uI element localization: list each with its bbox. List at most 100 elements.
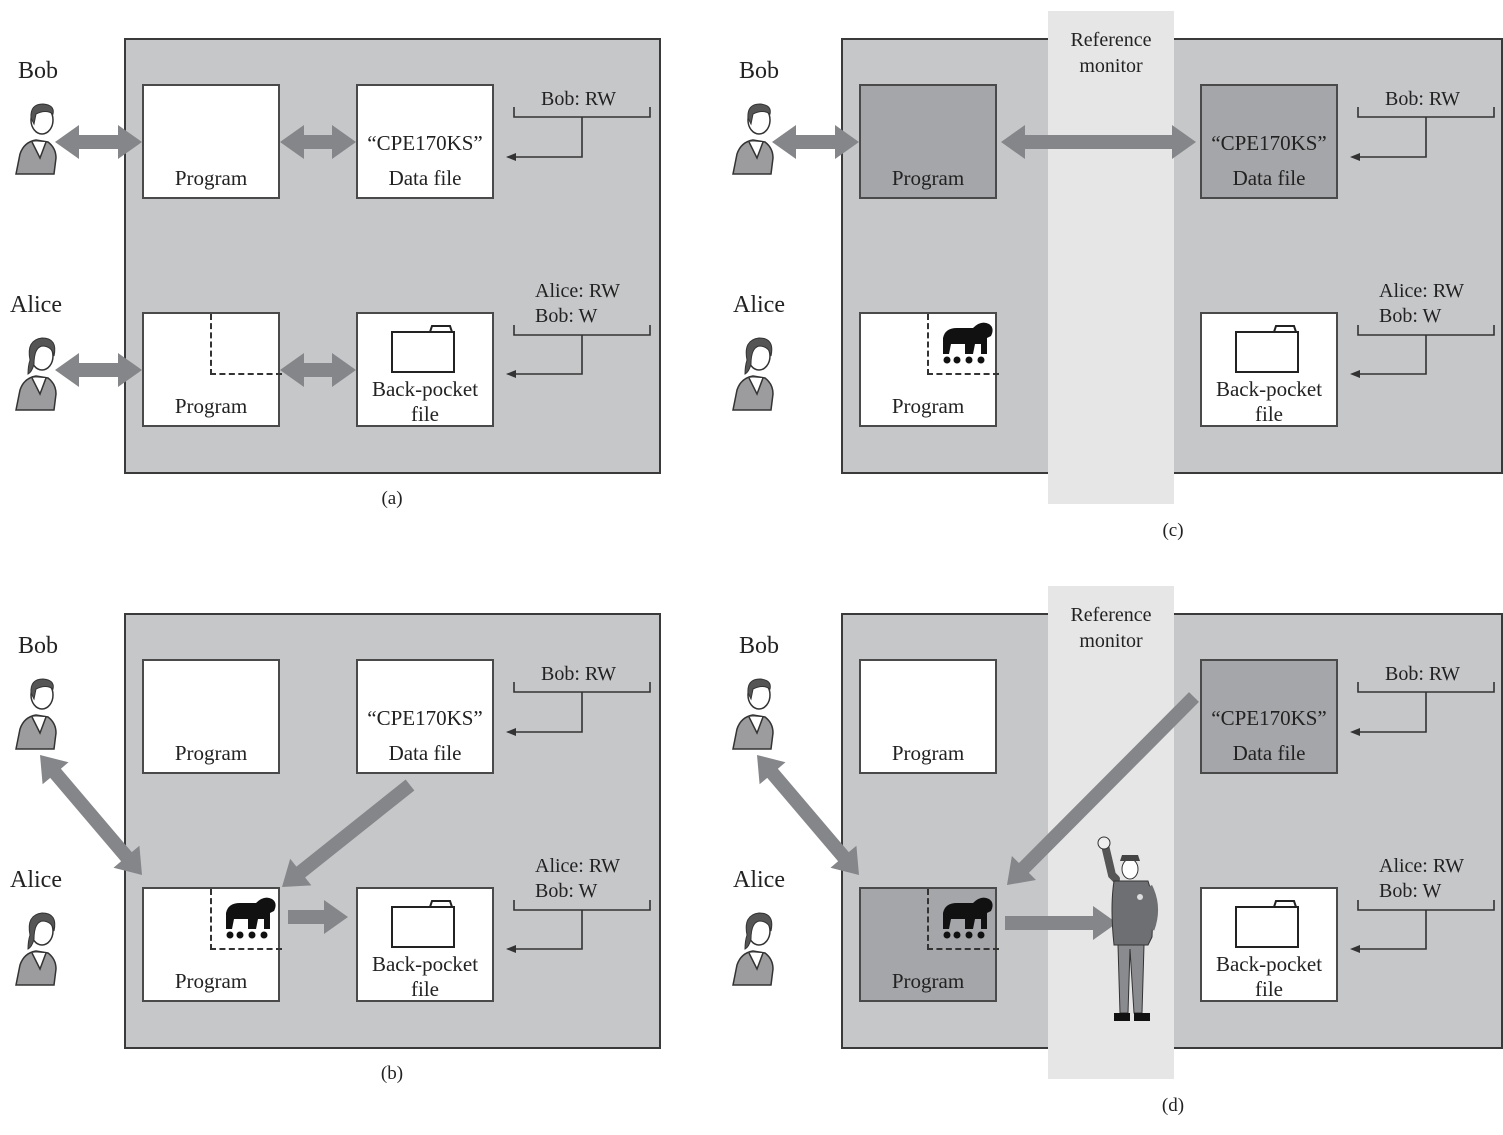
bob-label: Bob — [739, 633, 780, 659]
person-icon — [12, 332, 66, 412]
trojan-horse-graphic — [943, 322, 993, 364]
file-label: file — [411, 977, 439, 1001]
person-icon — [12, 907, 66, 987]
data-file-name: “CPE170KS” — [1211, 706, 1327, 730]
reference-monitor — [1048, 11, 1174, 504]
acl-connector — [1358, 910, 1427, 950]
back-pocket-label: Back-pocket — [371, 377, 479, 401]
acl-arrowhead — [506, 153, 516, 161]
double-arrow-icon — [280, 125, 356, 159]
bob-label: Bob — [18, 633, 59, 659]
acl-connector — [514, 910, 583, 950]
reference-monitor-label: Reference monitor — [1070, 604, 1152, 652]
acl-bob-rw: Bob: RW — [1385, 663, 1461, 685]
bob-label: Bob — [739, 58, 780, 84]
folder-icon — [390, 322, 456, 374]
program-label: Program — [174, 166, 248, 190]
folder-icon — [1234, 897, 1300, 949]
arrow-icon — [288, 900, 348, 934]
person-icon-graphic — [732, 912, 774, 986]
double-arrow-icon — [757, 755, 859, 875]
program-box: Program — [859, 312, 999, 427]
file-label: file — [411, 402, 439, 426]
program-label: Program — [174, 394, 248, 418]
acl-arrowhead — [506, 370, 516, 378]
data-file-box: “CPE170KS” Data file — [356, 659, 494, 774]
person-icon — [729, 907, 783, 987]
reference-monitor-label: Reference monitor — [1070, 29, 1152, 77]
data-file-label: Data file — [1232, 741, 1306, 765]
data-file-name: “CPE170KS” — [367, 706, 483, 730]
caption: (c) — [1162, 520, 1184, 541]
folder-icon — [1234, 322, 1300, 374]
person-icon-graphic — [732, 678, 774, 750]
person-icon — [12, 671, 66, 751]
acl-bracket — [1357, 900, 1495, 911]
alice-label: Alice — [733, 867, 785, 893]
program-label: Program — [891, 166, 965, 190]
acl-connector — [1358, 335, 1427, 375]
folder-graphic — [1235, 900, 1299, 948]
acl-bob-w: Bob: W — [535, 305, 598, 327]
acl-bob-rw: Bob: RW — [1385, 88, 1461, 110]
person-icon-graphic — [15, 912, 57, 986]
trapdoor-region — [210, 314, 282, 375]
person-icon-graphic — [15, 337, 57, 411]
caption: (d) — [1161, 1095, 1185, 1116]
acl-arrowhead — [506, 945, 516, 953]
person-icon-graphic — [15, 103, 57, 175]
arrows-layer — [40, 682, 651, 953]
guard-graphic — [1097, 836, 1158, 1021]
file-label: file — [1255, 977, 1283, 1001]
data-file-label: Data file — [388, 741, 462, 765]
arrow-icon — [1005, 906, 1117, 940]
person-icon — [729, 671, 783, 751]
acl-bob-w: Bob: W — [1379, 880, 1442, 902]
acl-bob-w: Bob: W — [535, 880, 598, 902]
acl-connector — [514, 692, 583, 733]
trojan-horse-icon — [218, 893, 280, 943]
trapdoor-region — [210, 889, 282, 950]
data-file-label: Data file — [1232, 166, 1306, 190]
program-box: Program — [142, 887, 282, 1002]
person-icon — [729, 332, 783, 412]
program-box: Program — [859, 659, 997, 774]
caption: (b) — [380, 1063, 404, 1084]
double-arrow-icon — [55, 353, 142, 387]
trojan-horse-icon — [935, 318, 997, 368]
person-icon-graphic — [732, 337, 774, 411]
acl-alice-rw: Alice: RW — [1379, 280, 1464, 302]
data-file-name: “CPE170KS” — [1211, 131, 1327, 155]
arrows-layer — [772, 107, 1495, 378]
folder-graphic — [391, 325, 455, 373]
acl-connector — [1358, 692, 1427, 733]
data-file-name: “CPE170KS” — [367, 131, 483, 155]
double-arrow-icon — [1001, 125, 1196, 159]
program-label: Program — [174, 969, 248, 993]
acl-connector — [514, 335, 583, 375]
alice-label: Alice — [10, 867, 62, 893]
program-label: Program — [891, 741, 965, 765]
folder-graphic — [391, 900, 455, 948]
acl-alice-rw: Alice: RW — [1379, 855, 1464, 877]
acl-bracket — [513, 900, 651, 911]
acl-arrowhead — [506, 728, 516, 736]
program-label: Program — [891, 969, 965, 993]
acl-connector — [514, 117, 583, 158]
program-box: Program — [859, 887, 999, 1002]
back-pocket-label: Back-pocket — [371, 952, 479, 976]
folder-icon — [390, 897, 456, 949]
program-box: Program — [142, 312, 282, 427]
acl-alice-rw: Alice: RW — [535, 280, 620, 302]
acl-bracket — [513, 325, 651, 336]
file-label: file — [1255, 402, 1283, 426]
bob-label: Bob — [18, 58, 59, 84]
